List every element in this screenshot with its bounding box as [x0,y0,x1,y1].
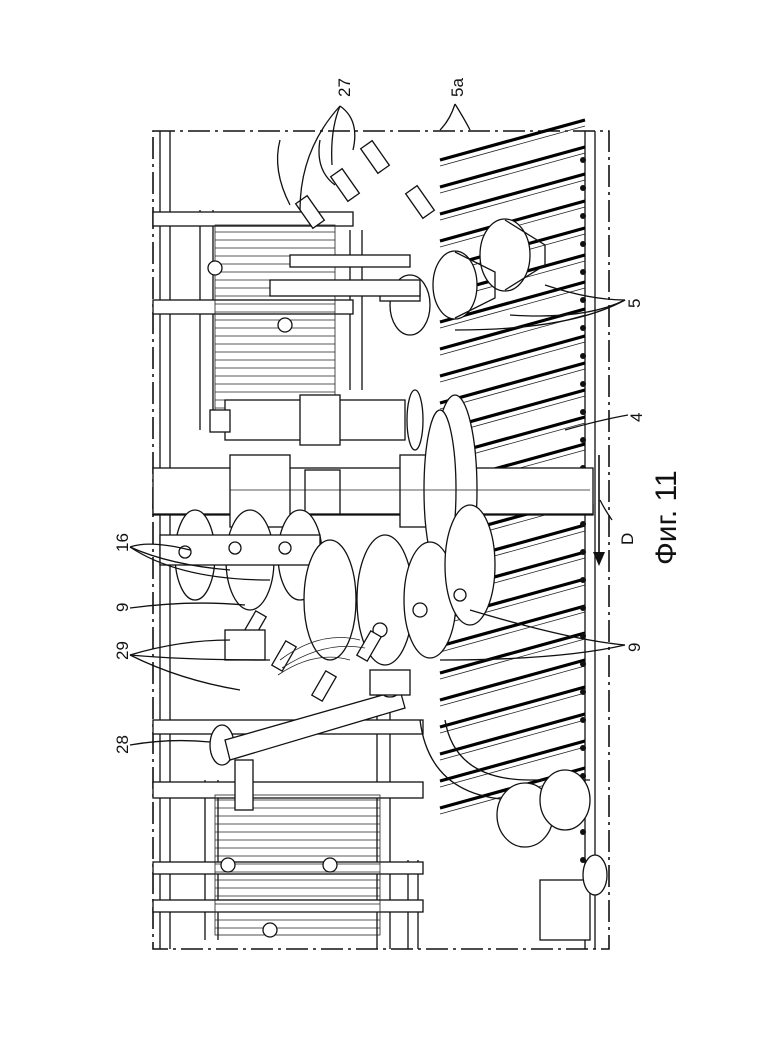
rotating-discs [304,505,495,665]
lower-nozzles [225,611,381,701]
ref-5a: 5a [448,78,467,97]
ref-29: 29 [113,641,132,660]
ref-D: D [618,533,637,545]
hub-flanges [160,510,322,610]
ref-5: 5 [625,299,644,308]
ref-4: 4 [627,413,646,422]
ref-27: 27 [335,78,354,97]
ref-9-right: 9 [625,643,644,652]
ref-16: 16 [113,533,132,552]
upper-left-grille [208,225,335,415]
ref-9-left: 9 [113,603,132,612]
figure-label: Фиг. 11 [650,470,683,565]
ref-28: 28 [113,735,132,754]
